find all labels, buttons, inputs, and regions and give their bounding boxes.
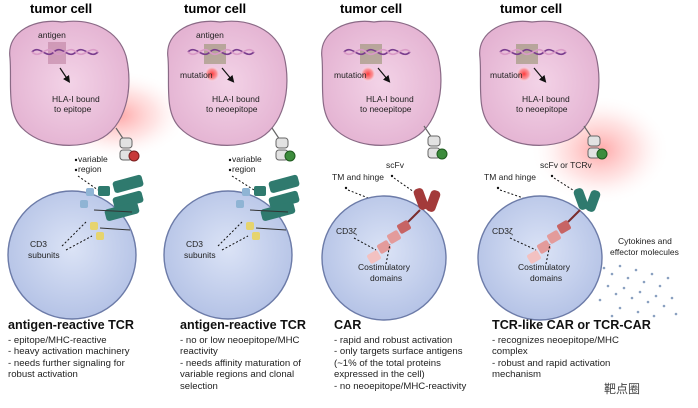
bullet-item: - rapid and robust activation — [334, 335, 453, 346]
mutation-label: mutation — [180, 70, 213, 80]
antigen-label: antigen — [196, 30, 224, 40]
bullet-item: variable regions and clonal — [180, 369, 295, 381]
antigen-label: antigen — [38, 30, 66, 40]
cd3z-label: CD3ζ — [492, 226, 513, 236]
bullet-list: - recognizes neoepitope/MHC complex - ro… — [492, 335, 692, 381]
cytokines-label: Cytokines and effector molecules — [610, 236, 679, 257]
tumor-cell-header: tumor cell — [184, 1, 246, 16]
dna-icon — [343, 48, 411, 56]
bullet-item: expressed in the cell) — [334, 369, 425, 381]
bullet-item: - only targets surface antigens — [334, 346, 463, 358]
bullet-item: - needs affinity maturation of — [180, 357, 301, 369]
tm-hinge-label: TM and hinge — [332, 172, 384, 182]
tumor-cell-header: tumor cell — [340, 1, 402, 16]
panel-title: CAR — [334, 318, 362, 332]
cd3-label: CD3 subunits — [184, 239, 216, 260]
epitope-dot — [128, 150, 140, 162]
bullet-list: - no or low neoepitope/MHC reactivity - … — [180, 335, 340, 392]
bullet-list: - epitope/MHC-reactive - heavy activatio… — [8, 335, 168, 381]
scfv-label: scFv — [386, 160, 405, 170]
panel-3: tumor cell mutation HLA-I bound to neoep… — [321, 1, 448, 321]
neoepitope-dot — [284, 150, 296, 162]
panel-4-text: TCR-like CAR or TCR-CAR - recognizes neo… — [492, 318, 692, 381]
bullet-item: - robust and rapid activation — [492, 357, 611, 369]
tumor-cell — [9, 20, 130, 146]
tumor-cell-header: tumor cell — [30, 1, 92, 16]
hla-label: HLA-I bound to epitope — [52, 94, 102, 114]
mutation-label: mutation — [334, 70, 367, 80]
neoepitope-dot — [596, 148, 608, 160]
t-cell — [163, 190, 293, 320]
bullet-item: - recognizes neoepitope/MHC — [492, 335, 619, 346]
tcr-complex — [236, 174, 300, 240]
panel-4: tumor cell mutation HLA-I bound to neoep… — [477, 1, 679, 321]
arrow — [59, 67, 70, 83]
dna-icon — [187, 48, 255, 56]
bullet-item: (~1% of the total proteins — [334, 357, 441, 369]
t-cell — [7, 190, 137, 320]
tcr-car-construct — [527, 188, 601, 264]
bullet-item: - heavy activation machinery — [8, 346, 130, 358]
tcr-complex — [80, 174, 144, 240]
mutation-dot — [204, 66, 220, 82]
arrow — [377, 67, 391, 83]
bullet-list: - rapid and robust activation - only tar… — [334, 335, 494, 392]
variable-region-label: variable region — [232, 154, 264, 174]
scfv-tcrv-label: scFv or TCRv — [540, 160, 593, 170]
cd3z-label: CD3ζ — [336, 226, 357, 236]
dna-icon — [31, 48, 99, 56]
cytokine-dots — [598, 264, 678, 318]
tm-hinge-label: TM and hinge — [484, 172, 536, 182]
arrow — [221, 67, 235, 83]
panel-3-text: CAR - rapid and robust activation - only… — [334, 318, 494, 392]
tumor-cell — [321, 20, 442, 146]
bullet-item: - epitope/MHC-reactive — [8, 335, 107, 346]
hla-label: HLA-I bound to neoepitope — [360, 94, 416, 114]
mhc-complex — [423, 125, 448, 160]
bullet-item: mechanism — [492, 369, 542, 381]
mutation-dot — [360, 66, 376, 82]
watermark: 靶点圈 — [604, 382, 641, 396]
tumor-cell-header: tumor cell — [500, 1, 562, 16]
hla-label: HLA-I bound to neoepitope — [516, 94, 572, 114]
bullet-item: - no or low neoepitope/MHC — [180, 335, 300, 346]
panel-2: tumor cell antigen mutation HLA-I bound … — [163, 1, 300, 320]
panel-1: tumor cell antigen HLA-I bound to epitop… — [7, 1, 188, 320]
tumor-cell — [167, 20, 288, 146]
costimulatory-label: Costimulatory domains — [518, 262, 572, 283]
bullet-item: - needs further signaling for — [8, 357, 125, 369]
bullet-item: - no neoepitope/MHC-reactivity — [334, 380, 467, 392]
panel-title: antigen-reactive TCR — [8, 318, 134, 332]
dna-icon — [499, 48, 567, 56]
car-construct — [367, 188, 441, 264]
mhc-complex — [115, 127, 140, 162]
costimulatory-label: Costimulatory domains — [358, 262, 412, 283]
panel-2-text: antigen-reactive TCR - no or low neoepit… — [180, 318, 340, 392]
mhc-complex — [583, 125, 608, 160]
cd3-label: CD3 subunits — [28, 239, 60, 260]
bullet-item: complex — [492, 346, 528, 358]
t-cell — [321, 195, 447, 321]
bullet-item: selection — [180, 380, 218, 392]
variable-region-label: variable region — [78, 154, 110, 174]
neoepitope-dot — [436, 148, 448, 160]
antigen-box — [48, 42, 66, 64]
arrow — [533, 67, 547, 83]
mhc-complex — [271, 127, 296, 162]
tumor-cell — [479, 20, 600, 146]
panel-1-text: antigen-reactive TCR - epitope/MHC-react… — [8, 318, 168, 381]
mutation-dot — [516, 66, 532, 82]
panel-title: TCR-like CAR or TCR-CAR — [492, 318, 651, 332]
bullet-item: reactivity — [180, 346, 218, 358]
mutation-label: mutation — [490, 70, 523, 80]
hla-label: HLA-I bound to neoepitope — [206, 94, 262, 114]
panel-title: antigen-reactive TCR — [180, 318, 306, 332]
bullet-item: robust activation — [8, 369, 78, 381]
